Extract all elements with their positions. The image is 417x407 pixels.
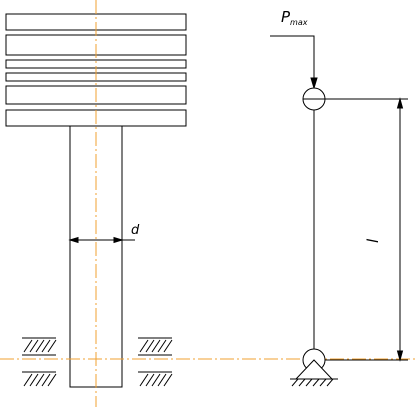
diameter-label: d bbox=[131, 223, 140, 238]
force-main: P bbox=[281, 8, 291, 26]
diameter-dimension bbox=[68, 236, 135, 244]
ground-hatching bbox=[291, 378, 334, 387]
length-dimension bbox=[325, 97, 408, 362]
arrow-icon bbox=[270, 35, 318, 90]
beam-model bbox=[290, 87, 338, 387]
support-triangle bbox=[294, 359, 334, 380]
force-sub: max bbox=[290, 18, 308, 27]
force-label: Pmax bbox=[281, 8, 308, 27]
length-label: l bbox=[364, 238, 382, 243]
hatching-icon bbox=[22, 337, 173, 387]
